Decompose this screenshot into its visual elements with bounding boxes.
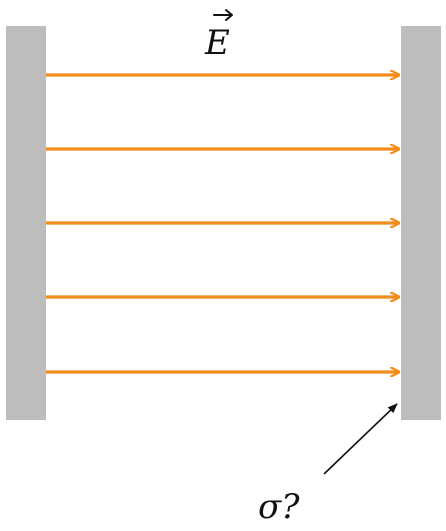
right-plate (401, 26, 441, 420)
charge-pointer (323, 403, 398, 475)
charge-label: σ? (258, 487, 300, 527)
left-plate (6, 26, 46, 420)
field-label-group: E (204, 9, 233, 63)
field-label: E (204, 23, 230, 63)
vector-arrow-icon (213, 9, 233, 21)
field-lines (46, 75, 399, 372)
